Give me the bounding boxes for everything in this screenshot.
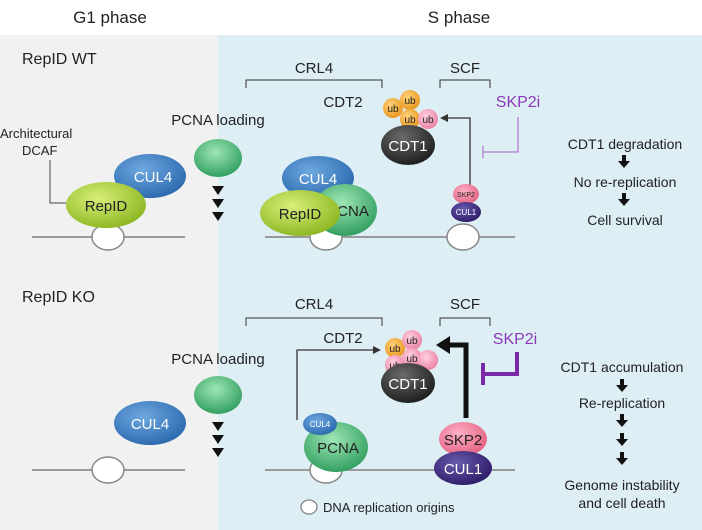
g1-background	[0, 35, 218, 530]
wt-outcome-arrow-2	[618, 193, 630, 206]
wt-outcome-3: Cell survival	[587, 212, 662, 228]
ko-cdt1-label: CDT1	[388, 376, 427, 393]
wt-cul4-g1-label: CUL4	[134, 169, 172, 186]
ko-outcome-3: Genome instability	[564, 477, 679, 493]
ko-crl4-arrow	[296, 349, 375, 420]
ko-crl4-label: CRL4	[295, 296, 333, 313]
wt-architectural-label: Architectural	[0, 126, 72, 141]
wt-title: RepID WT	[22, 51, 97, 68]
wt-repid-g1-label: RepID	[85, 198, 128, 215]
ko-skp2i-inhibit	[485, 352, 519, 376]
ko-scf-arrowhead	[436, 336, 450, 354]
wt-ub-2-label: ub	[404, 96, 416, 107]
ko-scf-arrow	[448, 342, 469, 418]
wt-dcaf-label: DCAF	[22, 143, 57, 158]
wt-origin-s2	[446, 223, 480, 251]
ko-title: RepID KO	[22, 289, 95, 306]
wt-cul4-s-label: CUL4	[299, 171, 337, 188]
wt-repid-s-label: RepID	[279, 206, 322, 223]
ko-ub-2-label: ub	[406, 336, 418, 347]
ko-scf-label: SCF	[450, 296, 480, 313]
wt-pcna-loading-label: PCNA loading	[171, 112, 264, 129]
ko-outcome-arrow-1	[616, 379, 628, 392]
ko-cdt1	[381, 363, 435, 403]
wt-ub-4-label: ub	[422, 115, 434, 126]
ko-pcna-s-label: PCNA	[317, 440, 359, 457]
wt-ub-1-label: ub	[387, 104, 399, 115]
origin-legend-label: DNA replication origins	[323, 500, 455, 515]
ko-cul4-small-label: CUL4	[310, 420, 331, 429]
wt-loading-arrows	[212, 186, 224, 221]
wt-scf-label: SCF	[450, 60, 480, 77]
wt-crl4-label: CRL4	[295, 60, 333, 77]
wt-dcaf-pointer	[49, 160, 72, 204]
wt-scf-arrowhead	[440, 114, 448, 122]
ko-cul4-g1	[114, 401, 186, 445]
ko-cul1	[434, 451, 492, 485]
wt-repid-s	[260, 190, 340, 236]
origin-legend-icon	[300, 499, 318, 515]
ko-skp2	[439, 422, 487, 456]
ko-cul1-label: CUL1	[444, 461, 482, 478]
ko-pcna-loading-label: PCNA loading	[171, 351, 264, 368]
ko-outcome-1: CDT1 accumulation	[561, 359, 684, 375]
s-phase-header: S phase	[428, 8, 490, 27]
wt-ub-3	[400, 109, 420, 129]
ko-outcome-arrow-2	[616, 414, 628, 427]
wt-cdt1	[381, 125, 435, 165]
wt-ub-1	[383, 98, 403, 118]
wt-skp2-label: SKP2	[457, 192, 475, 199]
ko-ub-4-label: ub	[406, 354, 418, 365]
wt-ub-4	[418, 109, 438, 129]
wt-skp2i-label: SKP2i	[496, 94, 540, 111]
ko-outcome-2: Re-replication	[579, 395, 665, 411]
wt-cdt2-label: CDT2	[323, 94, 362, 111]
wt-skp2i-inhibit	[483, 117, 519, 153]
ko-skp2-label: SKP2	[444, 432, 482, 449]
wt-repid-g1	[66, 182, 146, 228]
ko-ub-4	[402, 348, 422, 368]
ko-crl4-arrowhead	[373, 346, 381, 354]
wt-cul1-label: CUL1	[456, 208, 477, 217]
ko-loading-arrows	[212, 422, 224, 457]
wt-cul1	[451, 202, 481, 222]
ko-crl4-bracket	[245, 317, 383, 326]
wt-pcna-ring-g1	[194, 139, 242, 177]
ko-scf-bracket	[439, 317, 491, 326]
wt-outcome-2: No re-replication	[574, 174, 677, 190]
ko-pcna-ring-g1	[194, 376, 242, 414]
wt-ub-2	[400, 90, 420, 110]
wt-ub-3-label: ub	[404, 115, 416, 126]
ko-cdt2-label: CDT2	[323, 330, 362, 347]
ko-ub-1	[385, 338, 405, 358]
ko-cul4-g1-label: CUL4	[131, 416, 169, 433]
wt-scf-arrow	[446, 117, 471, 185]
ko-outcome-arrow-4	[616, 452, 628, 465]
ko-cul4-small	[303, 413, 337, 435]
wt-cul4-g1	[114, 154, 186, 198]
ko-outcome-4: and cell death	[578, 495, 665, 511]
ko-outcome-arrow-3	[616, 433, 628, 446]
wt-outcome-arrow-1	[618, 155, 630, 168]
wt-outcome-1: CDT1 degradation	[568, 136, 682, 152]
g1-phase-header: G1 phase	[73, 8, 147, 27]
ko-ub-5	[418, 350, 438, 370]
ko-origin-g1	[91, 456, 125, 484]
ko-skp2i-label: SKP2i	[493, 331, 537, 348]
wt-scf-bracket	[439, 79, 491, 88]
wt-crl4-bracket	[245, 79, 383, 88]
wt-skp2	[453, 184, 479, 204]
ko-ub-1-label: ub	[389, 344, 401, 355]
ko-ub-2	[402, 330, 422, 350]
wt-cdt1-label: CDT1	[388, 138, 427, 155]
